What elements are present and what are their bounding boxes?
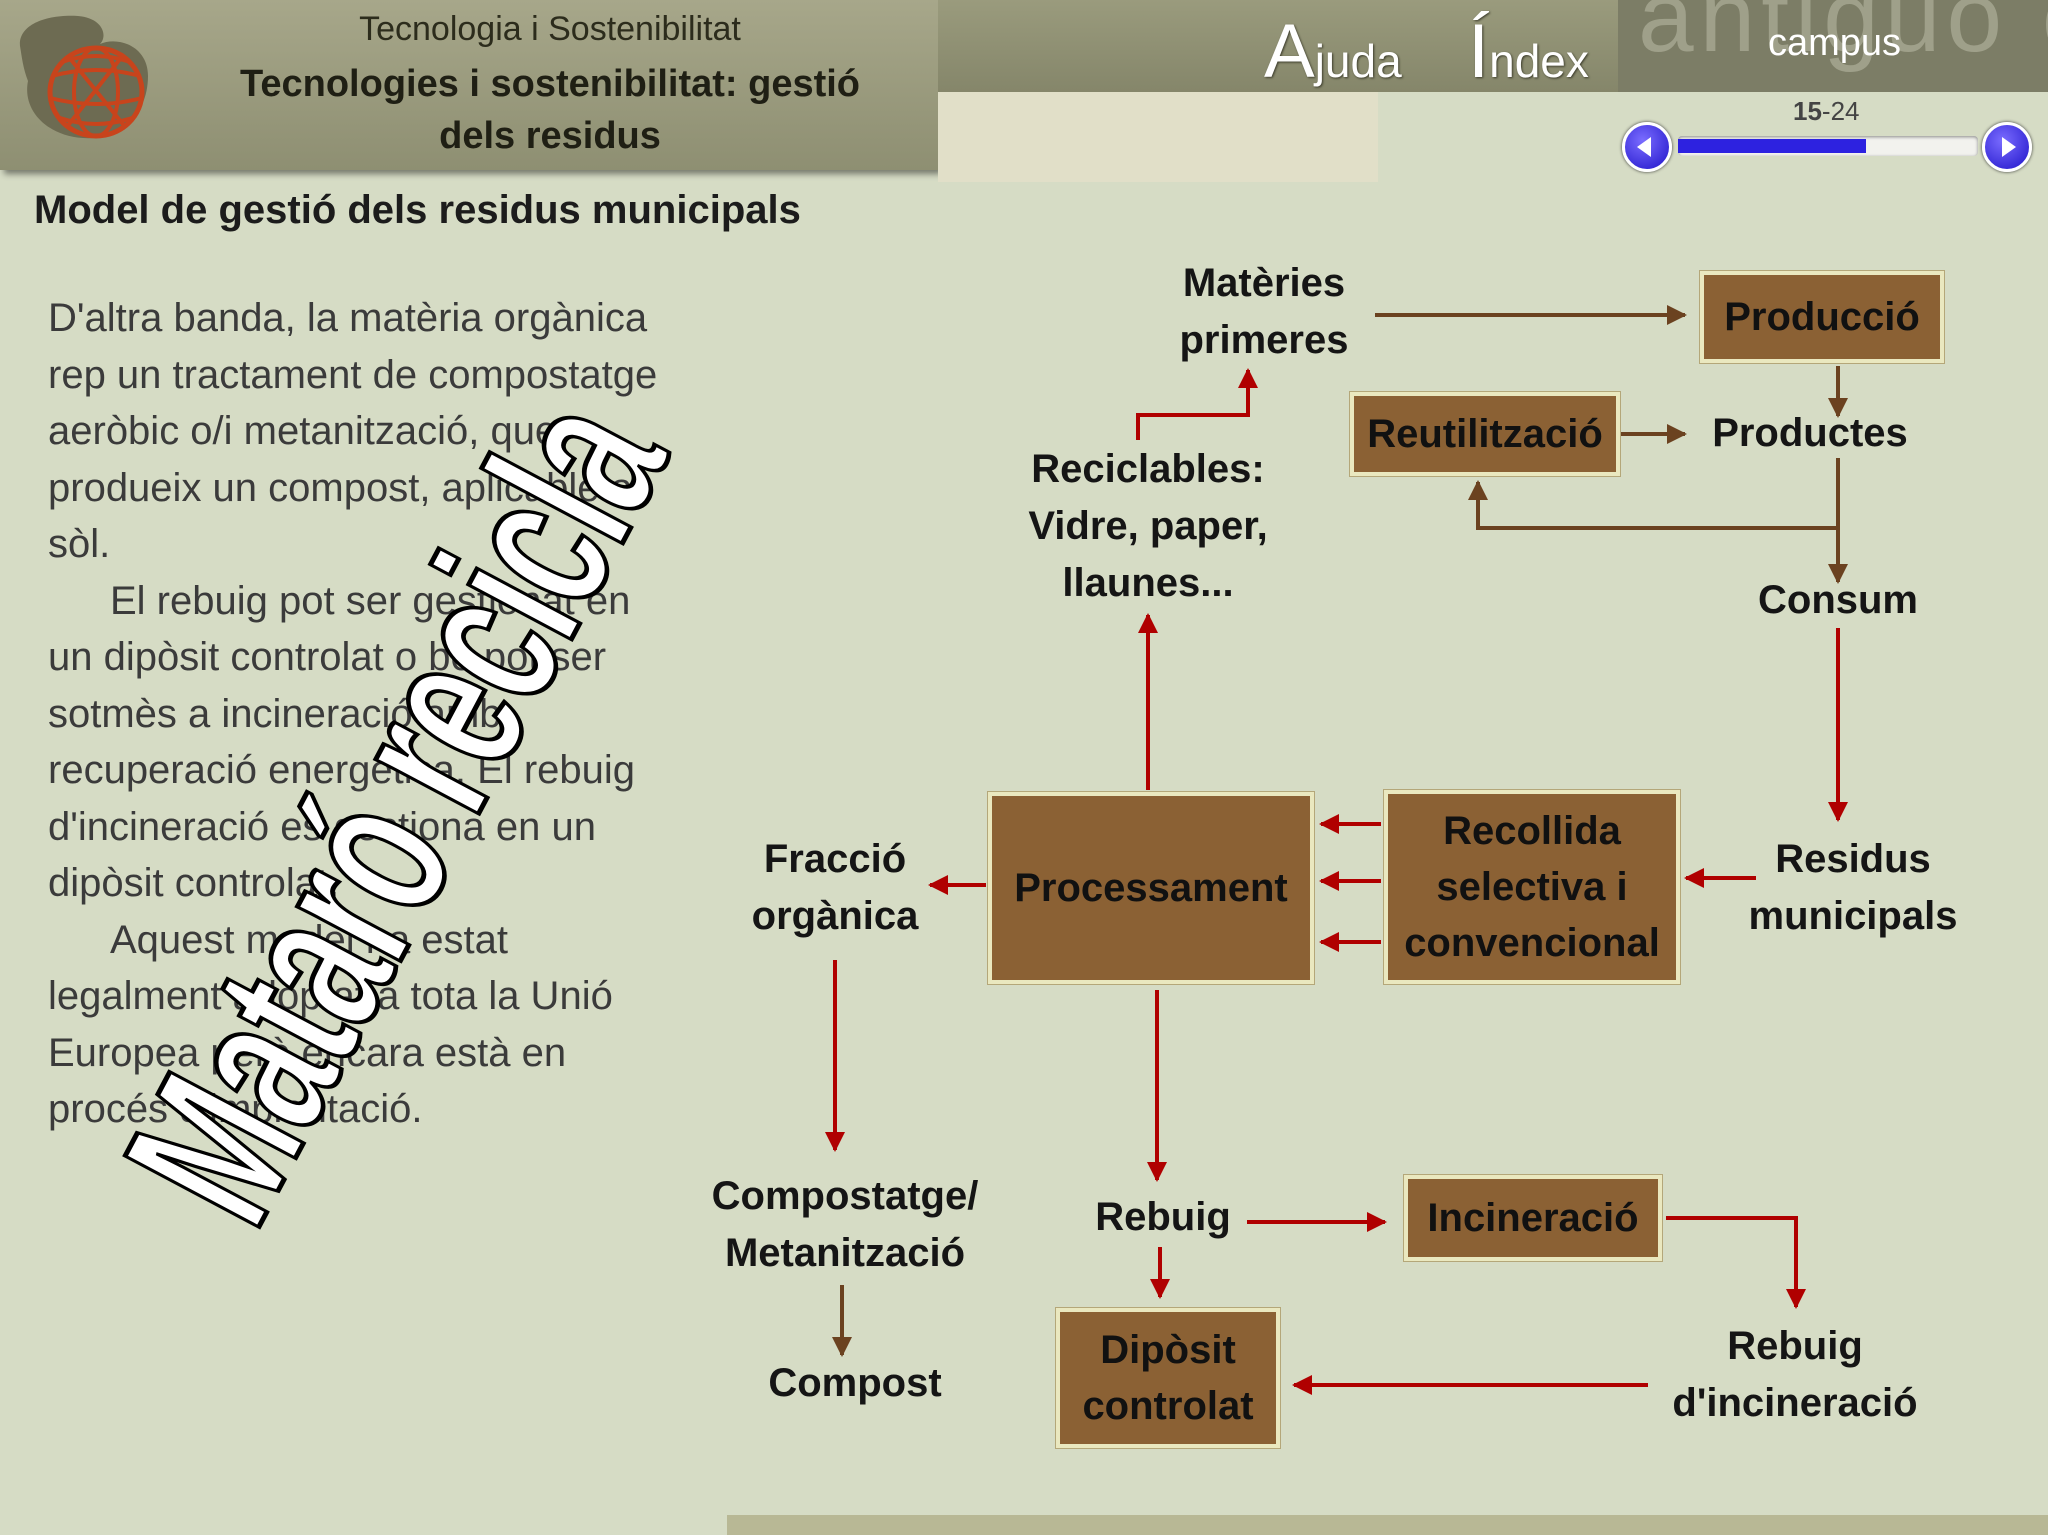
label-consum: Consum	[1758, 578, 1918, 622]
box-recollida-line: selectiva i	[1436, 865, 1628, 909]
label-line: primeres	[1179, 318, 1349, 362]
nav-strip: Ajuda Índex	[938, 0, 1618, 95]
label-line: Fracció	[763, 837, 907, 881]
course-title-line: dels residus	[439, 115, 661, 157]
progress-track	[1678, 136, 1978, 156]
label-rebuig: Rebuig	[1095, 1195, 1231, 1239]
course-title-line: Tecnologies i sostenibilitat: gestió	[239, 63, 861, 105]
page-counter: 15-24	[1793, 96, 1860, 127]
pager: 15-24	[1618, 92, 2048, 182]
paragraph: Aquest model ha estat legalment adoptat …	[48, 917, 613, 1132]
box-diposit-line: Dipòsit	[1100, 1328, 1236, 1372]
page-separator: -	[1821, 96, 1831, 126]
page-title: Model de gestió dels residus municipals	[34, 188, 801, 232]
label-reciclables: Reciclables: Vidre, paper, llaunes...	[1008, 441, 1288, 612]
label-line: Reciclables:	[1031, 447, 1265, 491]
label-line: municipals	[1748, 894, 1958, 938]
arrow-incineracio-rebuig-inc	[1666, 1216, 1806, 1309]
body-text: D'altra banda, la matèria orgànica rep u…	[48, 290, 668, 1138]
page-current: 15	[1793, 96, 1822, 126]
next-page-button[interactable]	[1982, 122, 2032, 172]
label-compostatge: Compostatge/ Metanització	[700, 1168, 990, 1282]
help-link[interactable]: Ajuda	[1264, 8, 1402, 95]
label-line: Matèries	[1182, 261, 1346, 305]
help-label: juda	[1314, 35, 1402, 87]
box-diposit-controlat: Dipòsit controlat	[1056, 1308, 1280, 1448]
box-incineracio: Incineració	[1404, 1175, 1662, 1261]
box-produccio: Producció	[1700, 271, 1944, 363]
label-line: Compostatge/	[711, 1174, 979, 1218]
label-line: Metanització	[724, 1231, 966, 1275]
label-line: Rebuig	[1727, 1324, 1863, 1368]
paragraph: D'altra banda, la matèria orgànica rep u…	[48, 296, 658, 566]
course-subtitle: Tecnologia i Sostenibilitat	[359, 10, 741, 48]
arrow-reciclables-materies	[1136, 368, 1258, 440]
label-line: d'incineració	[1672, 1381, 1918, 1425]
index-link[interactable]: Índex	[1468, 8, 1589, 95]
arrow-consum-reutilitzacio	[1468, 480, 1838, 530]
box-diposit-line: controlat	[1082, 1384, 1254, 1428]
page-total: 24	[1830, 96, 1860, 126]
box-recollida-line: convencional	[1404, 921, 1660, 965]
header-notch	[938, 92, 1378, 182]
progress-fill	[1678, 139, 1866, 153]
label-materies-primeres: Matèries primeres	[1152, 255, 1376, 369]
label-compost: Compost	[768, 1361, 942, 1405]
previous-page-button[interactable]	[1622, 122, 1672, 172]
paragraph: El rebuig pot ser gestionat en un dipòsi…	[48, 578, 636, 906]
label-line: Residus	[1775, 837, 1931, 881]
campus-label: campus	[1768, 22, 1902, 64]
course-title: Tecnologies i sostenibilitat: gestió del…	[200, 58, 900, 162]
footer-bar	[727, 1515, 2048, 1535]
box-recollida: Recollida selectiva i convencional	[1384, 790, 1680, 984]
label-line: orgànica	[751, 894, 919, 938]
label-line: Vidre, paper,	[1028, 504, 1268, 548]
campus-link[interactable]: antiguo camp campus	[1618, 0, 2048, 92]
campus-ghost-text: antiguo camp	[1638, 0, 2048, 73]
logo-globe-icon	[19, 15, 149, 139]
box-reutilitzacio: Reutilització	[1350, 392, 1620, 476]
label-rebuig-incineracio: Rebuig d'incineració	[1650, 1318, 1940, 1432]
box-recollida-line: Recollida	[1443, 809, 1621, 853]
box-processament: Processament	[988, 792, 1314, 984]
label-productes: Productes	[1712, 411, 1908, 455]
help-initial: A	[1264, 9, 1315, 94]
label-fraccio-organica: Fracció orgànica	[730, 831, 940, 945]
label-residus-municipals: Residus municipals	[1735, 831, 1971, 945]
index-label: ndex	[1489, 35, 1589, 87]
header-bar: Tecnologia i Sostenibilitat Tecnologies …	[0, 0, 938, 170]
index-initial: Í	[1468, 9, 1490, 94]
label-line: llaunes...	[1062, 561, 1234, 605]
